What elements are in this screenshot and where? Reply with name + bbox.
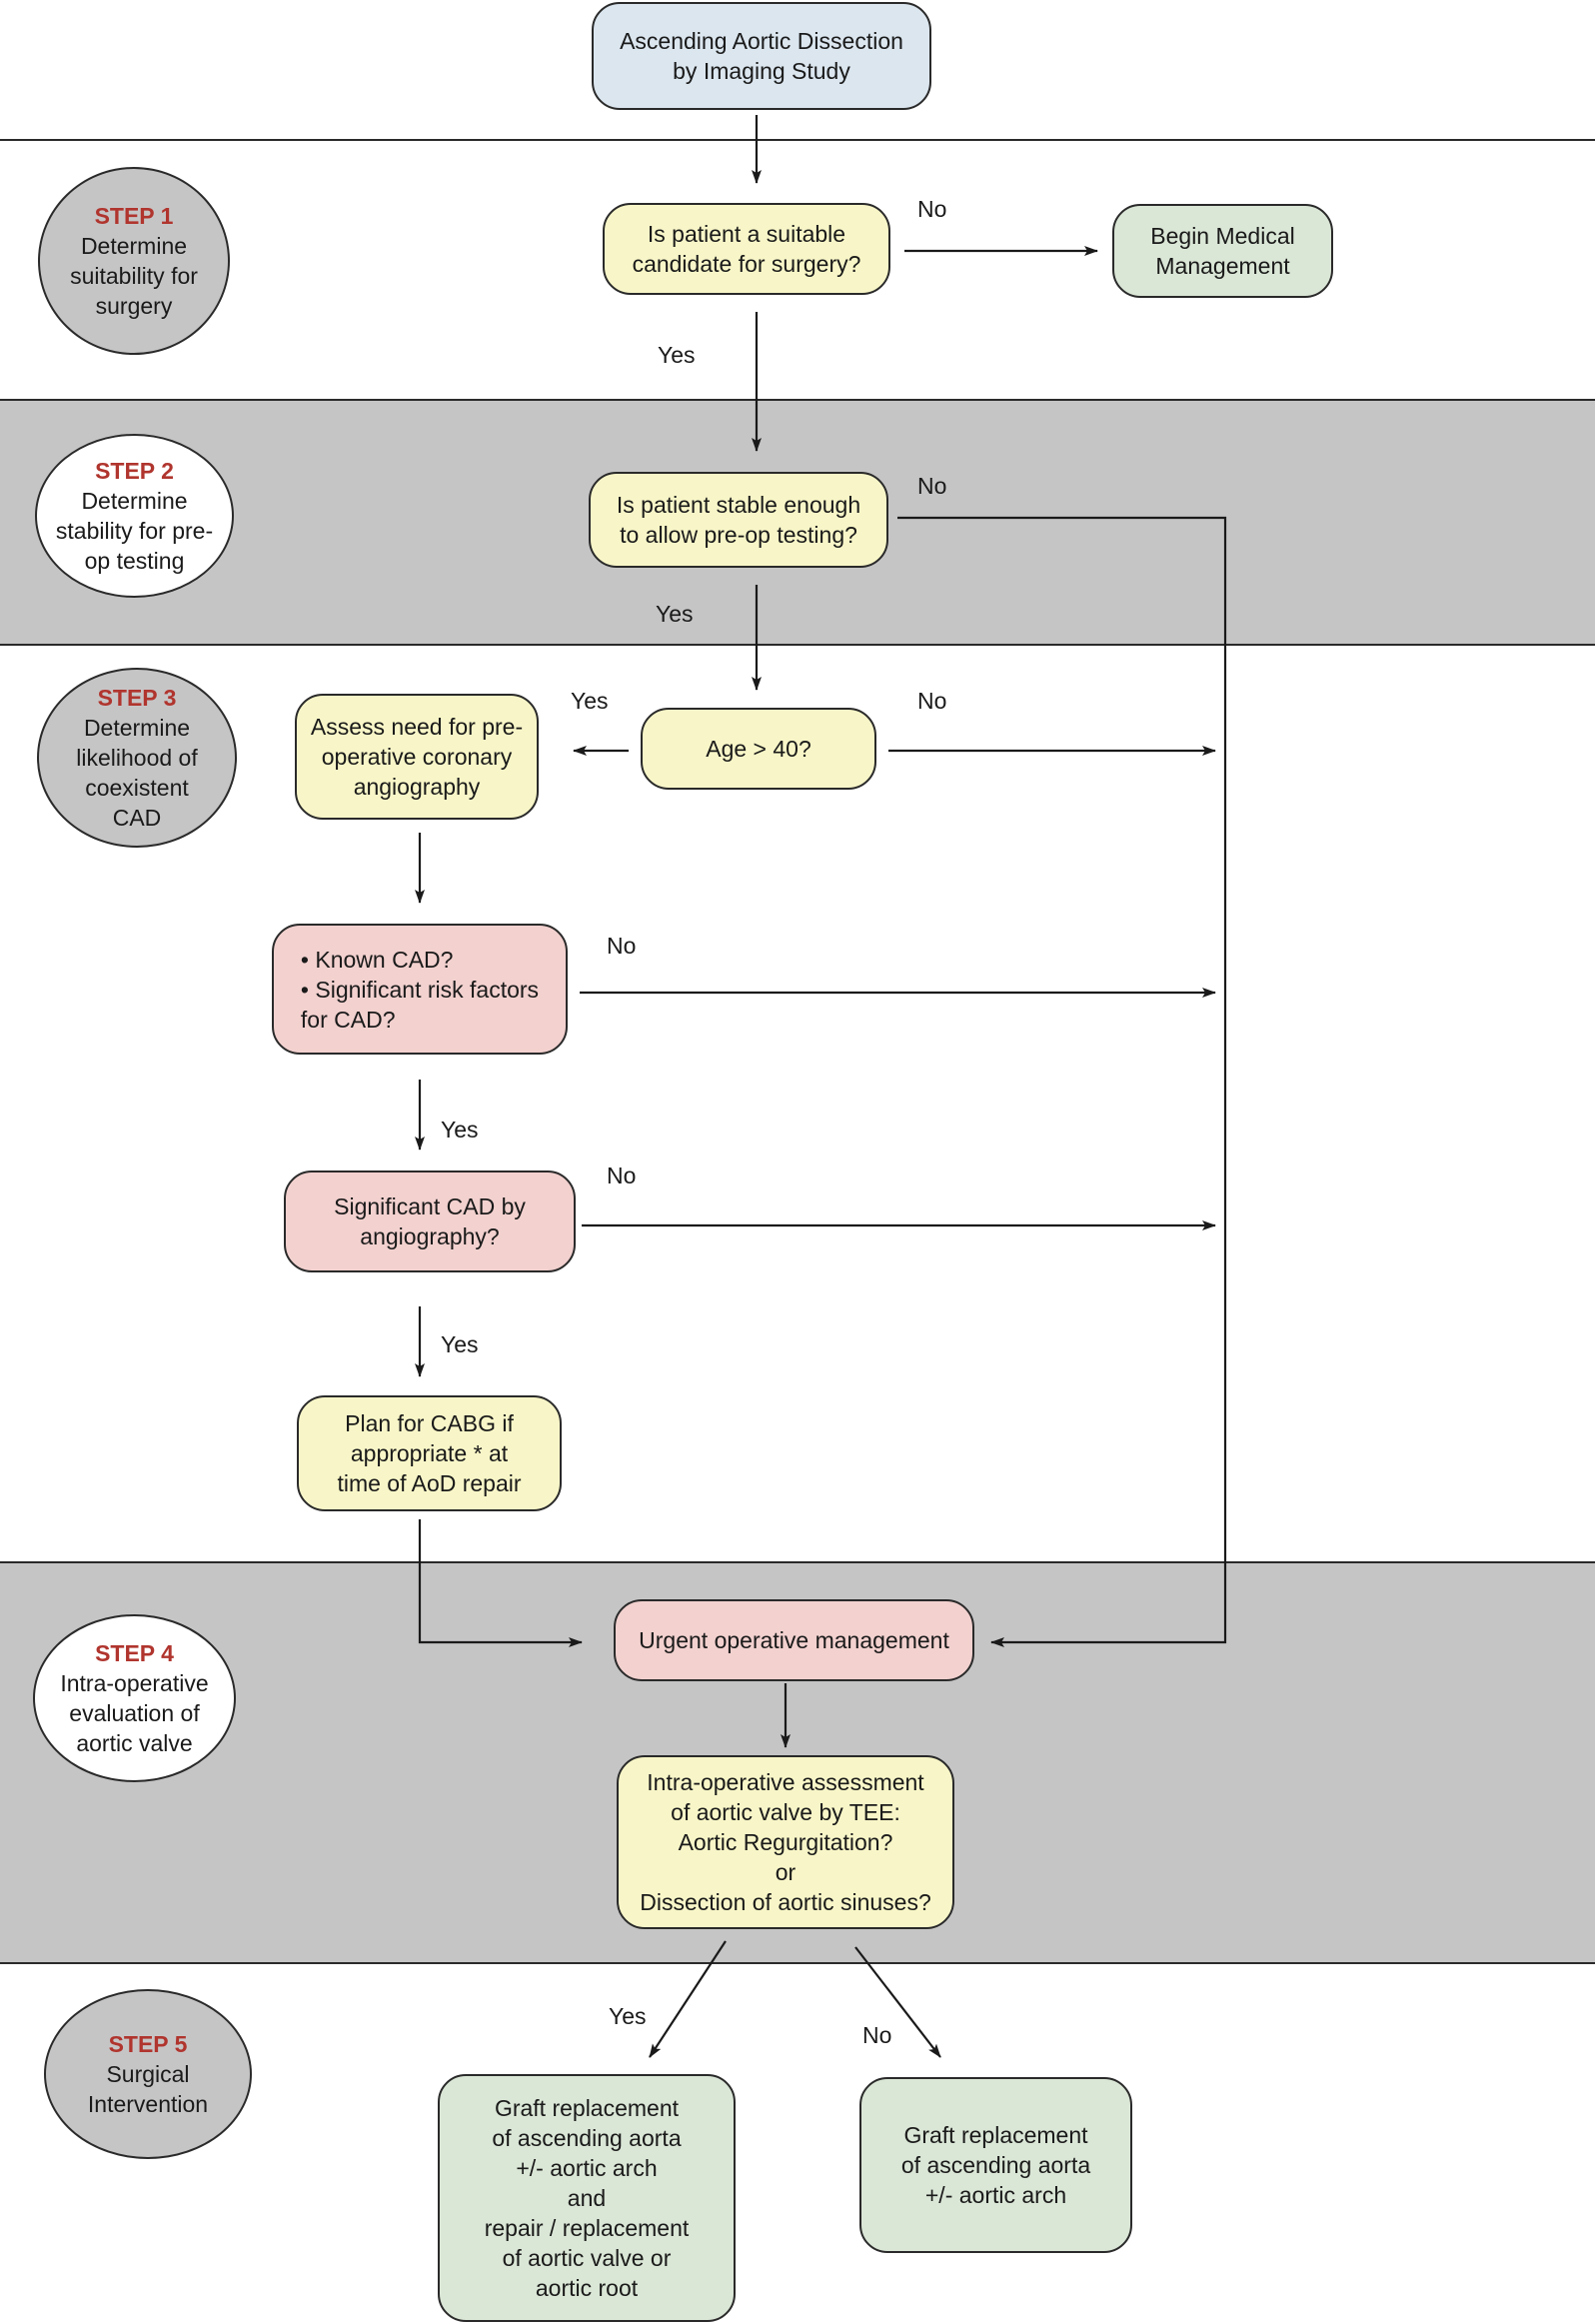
line-cabg-to-urgent [418, 1519, 583, 1647]
label-age-yes: Yes [571, 688, 609, 714]
known-cad-text: • Known CAD? • Significant risk factors … [300, 946, 540, 1033]
arrow-tee-yes [649, 1940, 727, 2058]
step2-circle: STEP 2 Determine stability for pre- op t… [35, 434, 234, 598]
assess-angiography-node: Assess need for pre- operative coronary … [295, 694, 539, 820]
label-known-no: No [607, 933, 637, 959]
line-stable-no [897, 516, 1227, 1647]
step3-desc: Determine likelihood of coexistent CAD [76, 715, 198, 831]
divider-1 [0, 139, 1595, 141]
step3-title: STEP 3 [97, 685, 177, 711]
step4-desc: Intra-operative evaluation of aortic val… [60, 1670, 209, 1756]
divider-5 [0, 1962, 1595, 1964]
label-sig-no: No [607, 1162, 637, 1188]
label-stable-yes: Yes [656, 601, 694, 627]
stable-question: Is patient stable enough to allow pre-op… [589, 472, 888, 568]
label-sig-yes: Yes [441, 1331, 479, 1357]
suitable-question: Is patient a suitable candidate for surg… [603, 203, 890, 295]
known-cad-question: • Known CAD? • Significant risk factors … [272, 924, 568, 1055]
step1-circle: STEP 1 Determine suitability for surgery [38, 167, 230, 355]
divider-4 [0, 1561, 1595, 1563]
graft-yes-node: Graft replacement of ascending aorta +/-… [438, 2074, 736, 2322]
divider-3 [0, 644, 1595, 646]
tee-assessment-node: Intra-operative assessment of aortic val… [617, 1755, 954, 1929]
label-tee-no: No [862, 2022, 892, 2048]
label-suitable-no: No [917, 196, 947, 222]
label-tee-yes: Yes [609, 2003, 647, 2029]
cabg-plan-node: Plan for CABG if appropriate * at time o… [297, 1395, 562, 1511]
step1-title: STEP 1 [94, 203, 174, 229]
arrow-tee-no [854, 1946, 941, 2058]
age-question: Age > 40? [641, 708, 876, 790]
graft-no-node: Graft replacement of ascending aorta +/-… [859, 2077, 1132, 2253]
label-age-no: No [917, 688, 947, 714]
step4-title: STEP 4 [95, 1640, 174, 1666]
step2-title: STEP 2 [95, 458, 174, 484]
label-known-yes: Yes [441, 1117, 479, 1143]
divider-2 [0, 399, 1595, 401]
urgent-management-node: Urgent operative management [614, 1599, 974, 1681]
step4-circle: STEP 4 Intra-operative evaluation of aor… [33, 1614, 236, 1782]
label-suitable-yes: Yes [658, 342, 696, 368]
step3-circle: STEP 3 Determine likelihood of coexisten… [37, 668, 237, 848]
step2-desc: Determine stability for pre- op testing [55, 488, 214, 574]
step5-desc: Surgical Intervention [87, 2061, 209, 2117]
step5-circle: STEP 5 Surgical Intervention [44, 1989, 252, 2159]
start-node: Ascending Aortic Dissection by Imaging S… [592, 2, 931, 110]
medical-management-node: Begin Medical Management [1112, 204, 1333, 298]
step5-title: STEP 5 [108, 2031, 188, 2057]
significant-cad-question: Significant CAD by angiography? [284, 1170, 576, 1272]
step1-desc: Determine suitability for surgery [70, 233, 198, 319]
label-stable-no: No [917, 473, 947, 499]
